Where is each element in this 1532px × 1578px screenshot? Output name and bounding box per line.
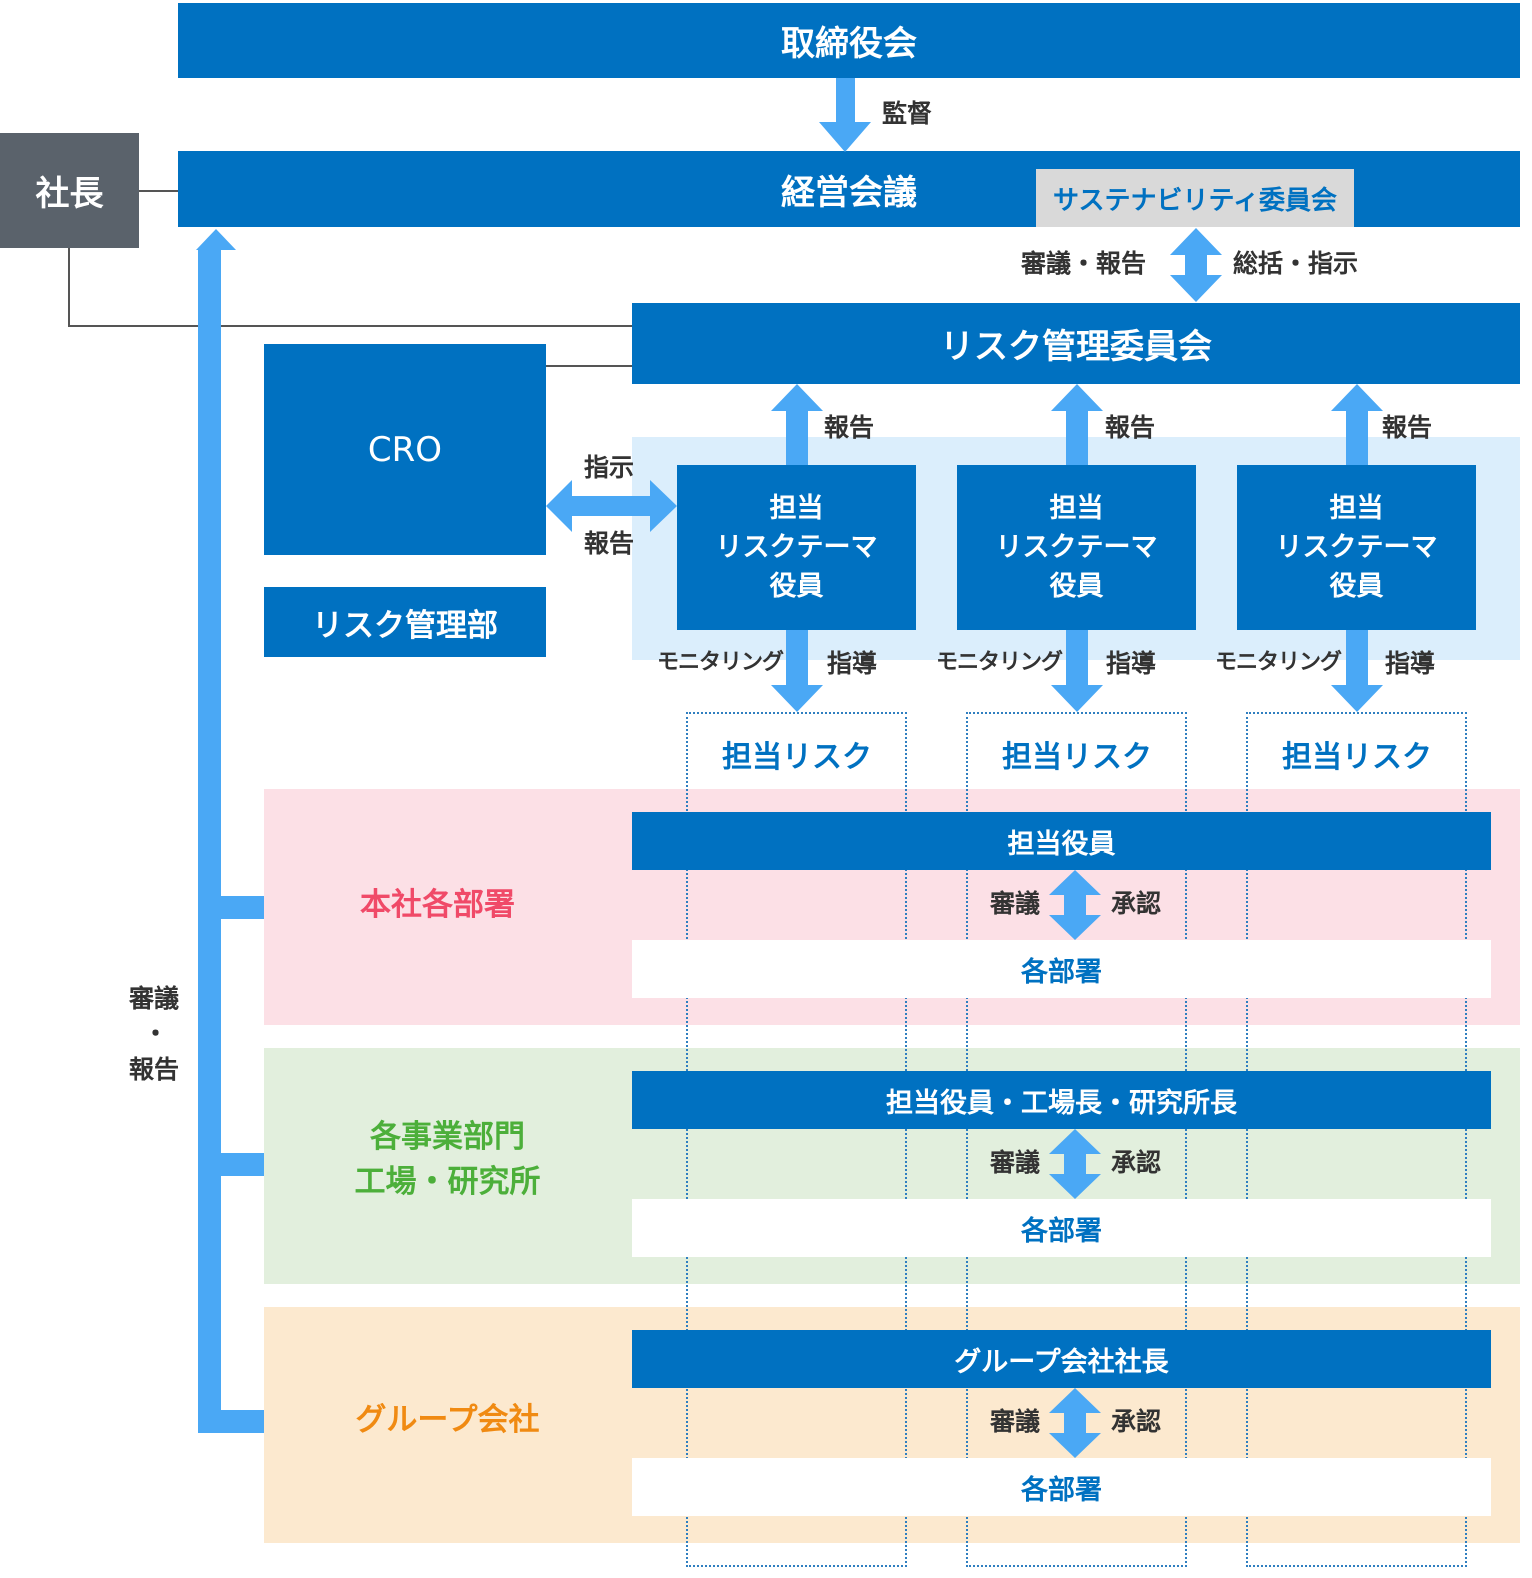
arrow-section-business (1049, 1129, 1101, 1199)
arrow-monitor-3 (1331, 630, 1383, 712)
risk-label-1: 担当リスク (722, 740, 872, 775)
section-head-business: 担当役員・工場長・研究所長 (632, 1071, 1491, 1129)
risk-dept-box: リスク管理部 (264, 587, 546, 657)
theme-officer-box-2: 担当 リスクテーマ 役員 (957, 465, 1196, 630)
arrow-branch-group (198, 1410, 264, 1433)
dept-label-hq: 本社各部署 (360, 886, 515, 923)
label-sustain-left: 審議・報告 (1021, 249, 1147, 278)
arrow-section-group (1049, 1388, 1101, 1458)
label-guide-3: 指導 (1385, 649, 1436, 678)
arrow-section-hq (1049, 870, 1101, 940)
section-head-group: グループ会社社長 (632, 1330, 1491, 1388)
board-box: 取締役会 (178, 3, 1520, 78)
label-section-business-left: 審議 (990, 1148, 1041, 1177)
label-sustain-right: 総括・指示 (1233, 249, 1359, 278)
arrow-supervision (819, 78, 871, 152)
connector-cro-risk (545, 365, 632, 367)
label-section-business-right: 承認 (1111, 1148, 1162, 1177)
label-report-2: 報告 (1105, 413, 1156, 442)
arrow-cro-officer (546, 480, 677, 532)
arrow-report-1 (771, 384, 823, 465)
sustainability-committee-box: サステナビリティ委員会 (1036, 169, 1354, 227)
risk-column-3 (1246, 712, 1467, 1567)
risk-label-2: 担当リスク (1002, 740, 1152, 775)
risk-column-2 (966, 712, 1187, 1567)
section-sub-business: 各部署 (632, 1199, 1491, 1257)
arrow-report-3 (1331, 384, 1383, 465)
label-left-arrow-top: 審議 (129, 984, 180, 1013)
label-section-group-right: 承認 (1111, 1407, 1162, 1436)
cro-box: CRO (264, 344, 546, 555)
label-left-arrow-bottom: 報告 (129, 1055, 180, 1084)
theme-officer-box-1: 担当 リスクテーマ 役員 (677, 465, 916, 630)
label-left-arrow-dot: ・ (143, 1019, 169, 1048)
label-supervision: 監督 (882, 99, 933, 128)
label-section-hq-right: 承認 (1111, 889, 1162, 918)
label-monitor-2: モニタリング (936, 650, 1063, 675)
arrow-branch-hq (220, 896, 264, 919)
arrow-monitor-2 (1051, 630, 1103, 712)
section-sub-group: 各部署 (632, 1458, 1491, 1516)
dept-label-group: グループ会社 (355, 1401, 540, 1438)
label-monitor-1: モニタリング (657, 650, 784, 675)
label-section-hq-left: 審議 (990, 889, 1041, 918)
arrow-left-main (196, 229, 236, 1433)
connector-president-risk (68, 325, 632, 327)
dept-label-business: 各事業部門 工場・研究所 (354, 1119, 541, 1200)
president-box: 社長 (0, 133, 139, 248)
label-guide-2: 指導 (1106, 649, 1157, 678)
connector-president-down (68, 247, 70, 327)
risk-committee-box: リスク管理委員会 (632, 303, 1520, 384)
label-cro-top: 指示 (584, 453, 635, 482)
label-guide-1: 指導 (827, 649, 878, 678)
risk-label-3: 担当リスク (1282, 740, 1432, 775)
section-head-hq: 担当役員 (632, 812, 1491, 870)
arrow-report-2 (1051, 384, 1103, 465)
management-meeting-label: 経営会議 (781, 173, 917, 213)
section-sub-hq: 各部署 (632, 940, 1491, 998)
connector-president-meeting (138, 190, 178, 192)
label-section-group-left: 審議 (990, 1407, 1041, 1436)
label-monitor-3: モニタリング (1215, 650, 1342, 675)
label-report-1: 報告 (824, 413, 875, 442)
theme-officer-box-3: 担当 リスクテーマ 役員 (1237, 465, 1476, 630)
label-cro-bottom: 報告 (584, 529, 635, 558)
arrow-monitor-1 (771, 630, 823, 712)
label-report-3: 報告 (1382, 413, 1433, 442)
arrow-sustain-risk (1170, 228, 1222, 302)
risk-column-1 (686, 712, 907, 1567)
arrow-branch-business (220, 1153, 264, 1176)
